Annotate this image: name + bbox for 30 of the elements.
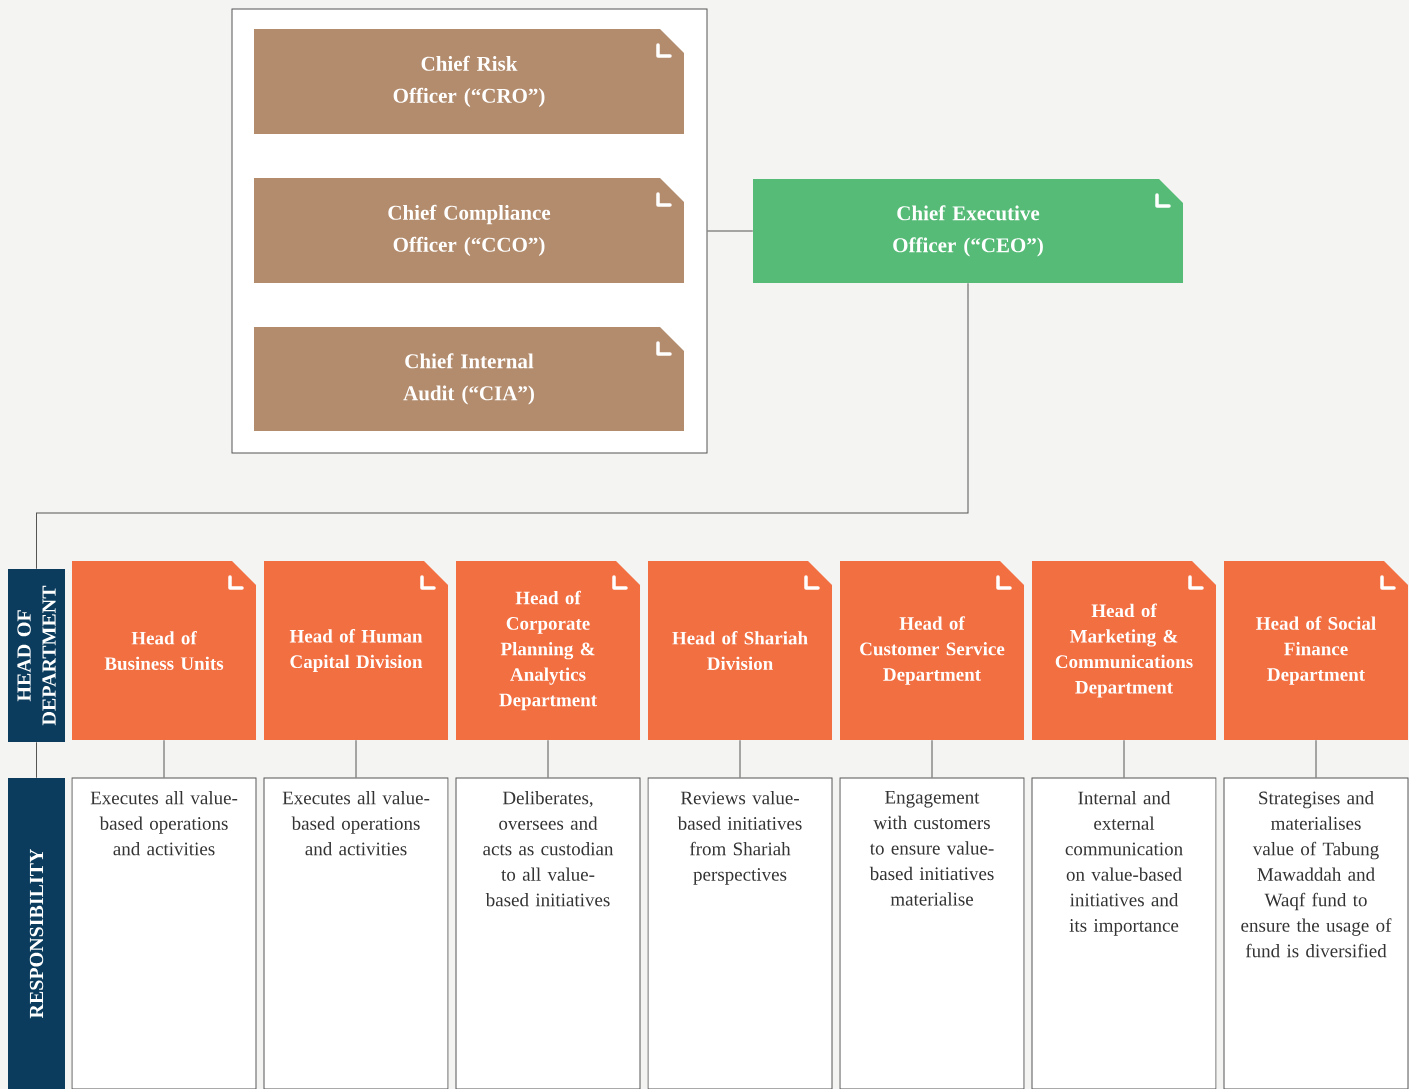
connector-line	[547, 739, 549, 778]
connector-line	[707, 230, 754, 232]
officer-box: Chief Internal Audit (“CIA”)	[254, 327, 684, 431]
head-box: Head of Corporate Planning & Analytics Department	[456, 561, 640, 740]
head-box: Head of Customer Service Department	[840, 561, 1024, 740]
connector-line	[1123, 739, 1125, 778]
side-band: HEAD OF DEPARTMENT	[8, 569, 65, 742]
head-box: Head of Human Capital Division	[264, 561, 448, 740]
connector-line	[36, 282, 969, 570]
officer-box: Chief Risk Officer (“CRO”)	[254, 29, 684, 134]
connector-line	[163, 739, 165, 778]
head-box: Head of Shariah Division	[648, 561, 832, 740]
connector-line	[36, 741, 37, 779]
connector-line	[1315, 739, 1317, 778]
head-box: Head of Marketing & Communications Department	[1032, 561, 1216, 740]
responsibility-box: Strategises and materialises value of Tabung Mawaddah and Waqf fund to ensure the usage of fund is diversified	[1223, 777, 1409, 1089]
connector-line	[931, 739, 933, 778]
responsibility-box: Engagement with customers to ensure value-based initiatives materialise	[839, 777, 1025, 1089]
responsibility-box: Reviews value-based initiatives from Shariah perspectives	[647, 777, 833, 1089]
head-box: Head of Social Finance Department	[1224, 561, 1408, 740]
head-box: Head of Business Units	[72, 561, 256, 740]
connector-line	[739, 739, 741, 778]
connector-line	[355, 739, 357, 778]
responsibility-box: Executes all value-based operations and activities	[263, 777, 449, 1089]
officer-box: Chief Compliance Officer (“CCO”)	[254, 178, 684, 283]
responsibility-box: Internal and external communication on value-based initiatives and its importance	[1031, 777, 1217, 1089]
responsibility-box: Executes all value-based operations and activities	[71, 777, 257, 1089]
side-band: RESPONSIBILITY	[8, 778, 65, 1089]
executive-box: Chief Executive Officer (“CEO”)	[753, 179, 1183, 283]
responsibility-box: Deliberates, oversees and acts as custodian to all value-based initiatives	[455, 777, 641, 1089]
